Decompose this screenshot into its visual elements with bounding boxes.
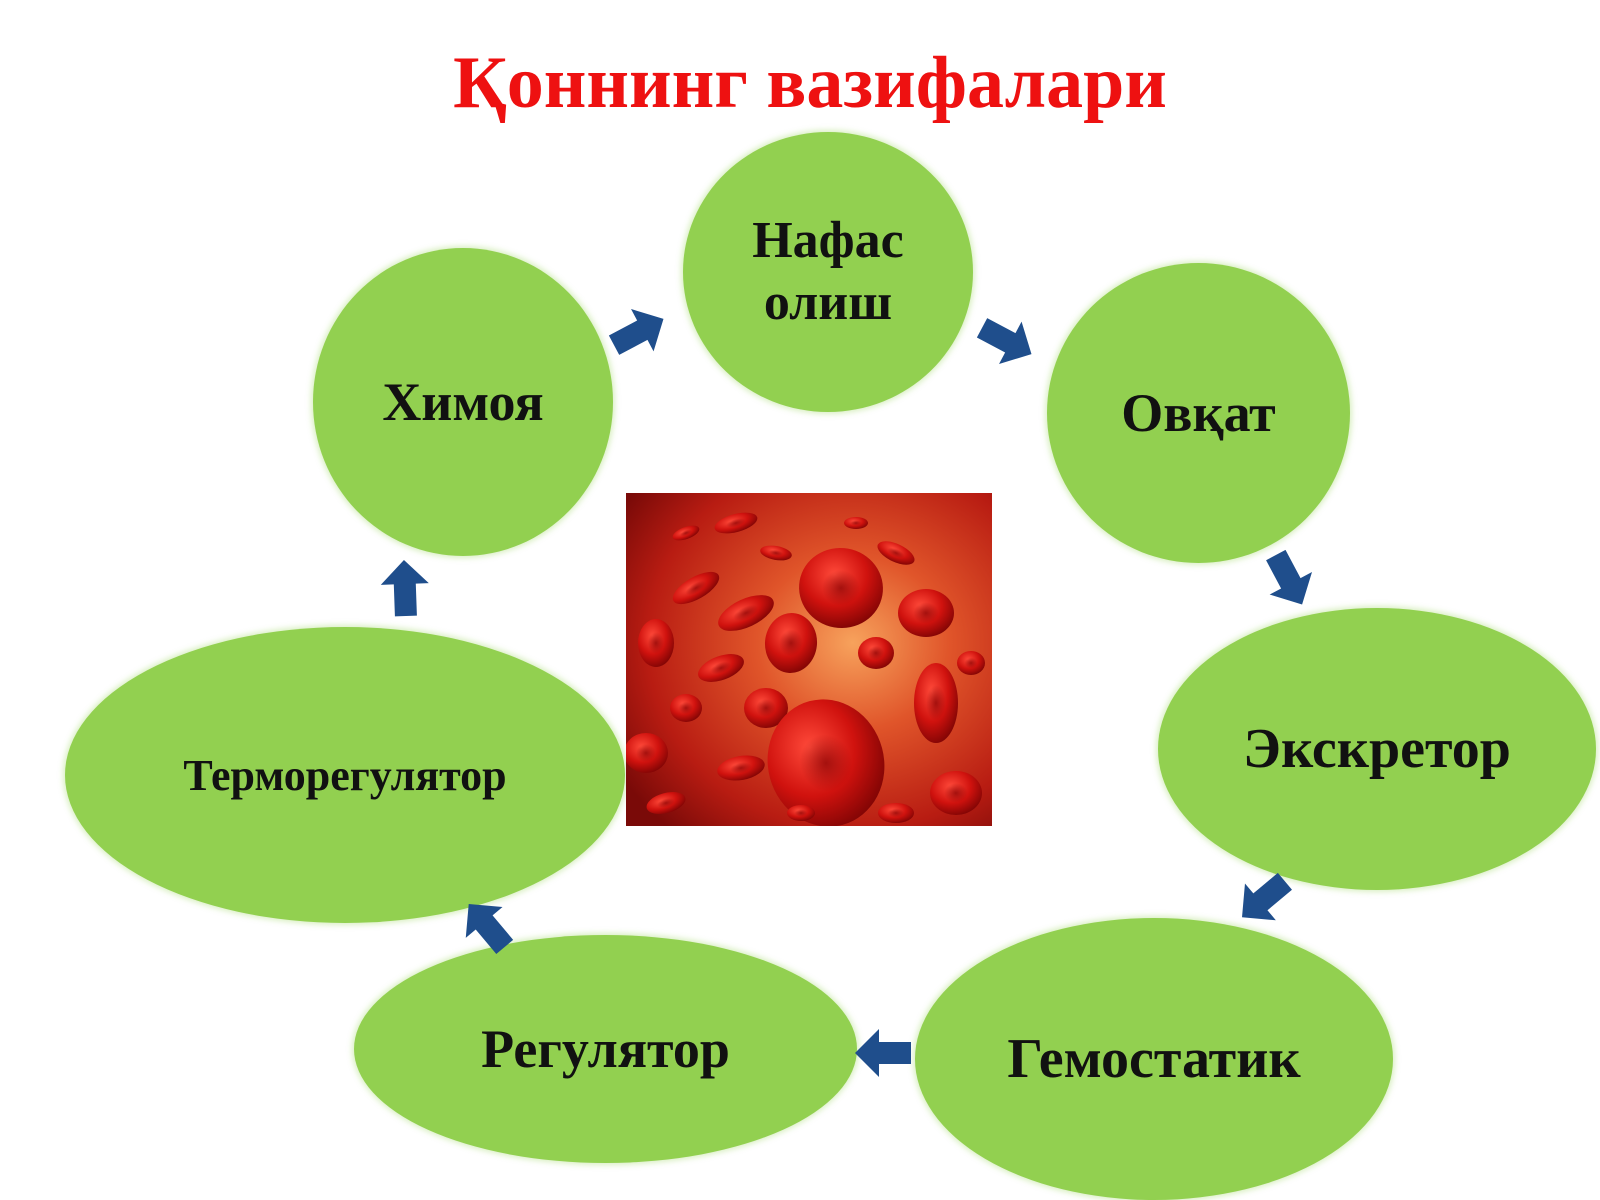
blood-cell bbox=[718, 595, 774, 631]
blood-cell bbox=[698, 654, 744, 682]
blood-cells-image bbox=[626, 493, 992, 826]
blood-cell bbox=[764, 613, 818, 673]
blood-cell bbox=[717, 755, 765, 781]
node-ovqat: Овқат bbox=[1047, 263, 1350, 563]
blood-cell bbox=[670, 694, 702, 722]
page-title: Қоннинг вазифалари bbox=[453, 42, 1167, 124]
arrow-nafas-to-ovqat-icon bbox=[976, 318, 1032, 365]
blood-cell bbox=[787, 805, 815, 821]
node-gemostatik: Гемостатик bbox=[915, 918, 1393, 1200]
node-himoya: Химоя bbox=[313, 248, 613, 556]
arrow-gemostatik-to-regulyator-icon bbox=[855, 1029, 911, 1077]
blood-cell bbox=[898, 589, 954, 637]
node-label: Гемостатик bbox=[1007, 1028, 1301, 1090]
node-termoregulyator: Терморегулятор bbox=[65, 627, 625, 923]
blood-cell bbox=[714, 512, 758, 534]
blood-cell bbox=[877, 541, 915, 565]
node-label: Терморегулятор bbox=[183, 750, 507, 800]
node-label: Экскретор bbox=[1243, 718, 1511, 780]
arrow-ovqat-to-ekskretor-icon bbox=[1266, 549, 1313, 605]
blood-cell bbox=[672, 525, 700, 541]
blood-cell bbox=[672, 571, 720, 605]
node-label: Регулятор bbox=[481, 1019, 730, 1079]
blood-cell bbox=[760, 545, 792, 561]
blood-cell bbox=[844, 517, 868, 529]
node-label: Овқат bbox=[1121, 383, 1276, 443]
blood-cell bbox=[646, 792, 686, 814]
arrow-himoya-to-nafas-icon bbox=[608, 308, 664, 355]
blood-cell bbox=[626, 733, 668, 773]
blood-cells-illustration bbox=[626, 493, 992, 826]
node-nafas-olish: Нафас олиш bbox=[683, 132, 973, 412]
arrow-termo-to-himoya-icon bbox=[380, 560, 429, 617]
blood-cell bbox=[767, 699, 885, 826]
blood-cell bbox=[930, 771, 982, 815]
blood-cell bbox=[878, 803, 914, 823]
node-ekskretor: Экскретор bbox=[1158, 608, 1596, 890]
blood-cell bbox=[914, 663, 958, 743]
blood-cell bbox=[799, 547, 883, 629]
blood-cell bbox=[638, 619, 674, 667]
blood-cell bbox=[744, 688, 788, 728]
node-label: Нафас олиш bbox=[752, 212, 904, 331]
node-label: Химоя bbox=[382, 372, 544, 432]
blood-cell bbox=[858, 637, 894, 669]
blood-cell bbox=[957, 651, 985, 675]
node-regulyator: Регулятор bbox=[354, 935, 857, 1163]
